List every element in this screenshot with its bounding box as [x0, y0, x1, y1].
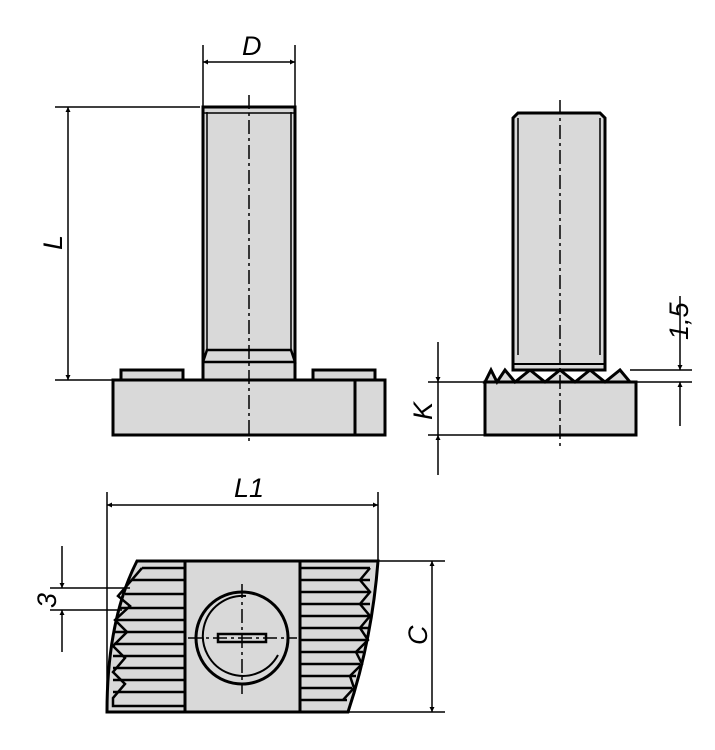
bottom-view	[105, 559, 380, 714]
front-view	[111, 95, 387, 445]
dimension-C: C	[348, 560, 445, 713]
label-3: 3	[32, 593, 62, 608]
dimension-L: L	[38, 106, 200, 381]
label-L1: L1	[234, 473, 264, 503]
dimension-K: K	[408, 342, 485, 475]
side-view	[482, 100, 638, 448]
label-K: K	[408, 401, 438, 420]
label-L: L	[38, 235, 68, 250]
label-1-5: 1,5	[664, 301, 694, 340]
label-D: D	[242, 31, 262, 61]
dimension-1-5: 1,5	[630, 296, 694, 426]
dimension-3: 3	[32, 546, 130, 652]
dimension-L1: L1	[106, 473, 379, 712]
label-C: C	[403, 625, 433, 645]
dimension-D: D	[202, 31, 296, 107]
